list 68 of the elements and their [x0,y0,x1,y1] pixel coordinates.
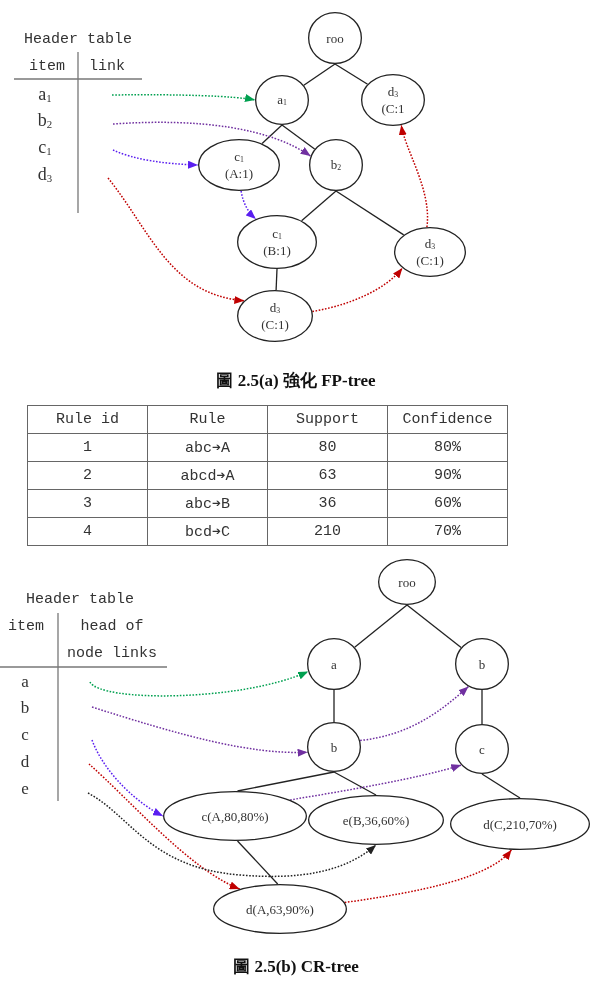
tree-line [406,604,462,649]
figure-caption: 圖 2.5(b) CR-tree [233,957,359,977]
tree-node: b [455,638,509,690]
dotted-arrow [399,124,429,228]
item-label: e [21,779,29,799]
tree-line [281,124,316,150]
column-header: Rule id [27,405,148,434]
dotted-arrow [112,149,199,169]
table-title: Header table [24,29,132,50]
item-label: a$_{1}$ [38,84,52,106]
dotted-arrow [112,121,312,157]
column-header: item [29,56,65,77]
tree-node: b [307,722,361,772]
column-header: link [89,56,125,77]
tree-node: e(B,36,60%) [308,795,444,845]
dotted-arrow [311,267,404,313]
tree-line [334,63,369,85]
tree-node: c$_{1}$ (B:1) [237,215,317,269]
tree-node: c$_{1}$ (A:1) [198,139,280,191]
tree-node: a [307,638,361,690]
tree-node: d$_{3}$ (C:1 [361,74,425,126]
tree-line [333,689,335,723]
dotted-arrow [91,739,164,817]
item-label: c$_{1}$ [38,137,52,159]
table-cell: 4 [27,517,148,546]
tree-node: c [455,724,509,774]
column-header: item [8,616,44,637]
tree-node: d(A,63,90%) [213,884,347,934]
item-label: d [20,752,30,772]
tree-node: a$_{1}$ [255,75,309,125]
tree-line [335,190,405,236]
dotted-arrow [289,764,463,801]
item-label: c [21,725,29,745]
tree-line [275,268,278,291]
tree-line [354,604,408,648]
tree-node: d(C,210,70%) [450,798,590,850]
dotted-arrow [343,849,513,904]
item-label: b$_{2}$ [37,110,53,132]
tree-node: b$_{2}$ [309,139,363,191]
tree-line [300,190,337,222]
dotted-arrow [87,792,377,878]
tree-line [236,840,279,885]
tree-line [236,771,335,792]
dotted-arrow [91,706,309,757]
figure-caption: 圖 2.5(a) 強化 FP-tree [216,371,376,391]
tree-line [261,124,283,145]
table-title: Header table [26,589,134,610]
tree-line [481,773,521,799]
tree-line [333,771,377,796]
tree-node: roo [378,559,436,605]
dotted-arrow [359,685,470,742]
dotted-arrow [240,190,257,220]
dotted-arrow [88,763,241,890]
column-header: head of node links [66,617,158,664]
tree-node: roo [308,12,362,64]
tree-node: d$_{3}$ (C:1) [394,227,466,277]
dotted-arrow [89,670,309,697]
item-label: d$_{3}$ [37,164,53,186]
dotted-arrow [111,94,256,103]
tree-line [481,689,483,725]
dotted-arrow [107,177,246,304]
column-header: Confidence [387,405,508,434]
item-label: b [20,698,30,718]
tree-node: c(A,80,80%) [163,791,307,841]
tree-line [303,63,336,86]
item-label: a [21,672,29,692]
table-cell: 70% [387,517,508,546]
tree-node: d$_{3}$ (C:1) [237,290,313,342]
